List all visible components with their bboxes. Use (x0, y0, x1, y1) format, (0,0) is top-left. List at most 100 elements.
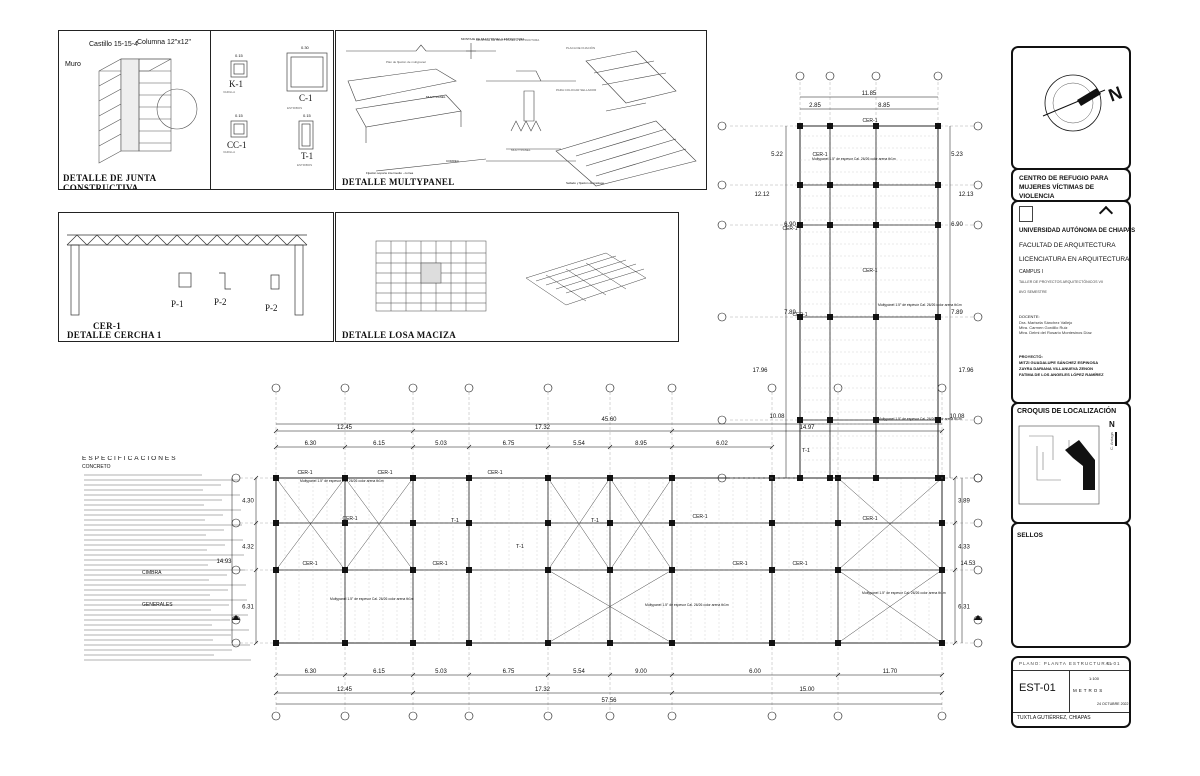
course-name: TALLER DE PROYECTOS ARQUITECTÓNICOS VII (1019, 280, 1103, 284)
beam-label-8: CER-1 (432, 561, 447, 567)
wing-beam-label-1: CER-1 (812, 152, 827, 158)
panel-note-3: Multypanel 1.5" de espesor Cal. 26/26 co… (300, 479, 384, 483)
panel-note-0: Multypanel 1.5" de espesor Cal. 26/26 co… (330, 597, 414, 601)
north-mark-icon (1115, 432, 1117, 446)
column-2-0 (410, 475, 416, 481)
grid-bubble-top-0 (271, 383, 281, 393)
dim-top-2-tick-1 (342, 444, 348, 450)
dim-top-2-label-3: 6.75 (503, 441, 515, 447)
dim-right-tick-3 (952, 640, 958, 646)
wing-column-3-4 (935, 417, 941, 423)
dim-top-2-tick-5 (607, 444, 613, 450)
column-1-1 (342, 520, 348, 526)
wing-bubble-right-4 (973, 415, 983, 425)
wing-column-2-2 (873, 222, 879, 228)
wing-column-1-2 (827, 222, 833, 228)
k1-dim: 0.15 (235, 53, 243, 58)
svg-text:VARILLA: VARILLA (223, 150, 235, 154)
collapse-chevron-icon[interactable] (1098, 205, 1114, 221)
dim-bot-2-label-0: 12.45 (337, 687, 353, 693)
wing-bubble-left-3 (717, 312, 727, 322)
grid-bubble-top-2 (408, 383, 418, 393)
grid-bubble-top-3 (464, 383, 474, 393)
beam-label-7: CER-1 (302, 561, 317, 567)
dim-top-2-tick-2 (410, 444, 416, 450)
wing-column-3-1 (935, 182, 941, 188)
truss-label-0: T-1 (451, 518, 459, 524)
dim-top-1-tick-0 (273, 428, 279, 434)
grid-bubble-top-7 (767, 383, 777, 393)
dim-right-label-2: 6.31 (958, 605, 970, 611)
grid-bubble-right-1 (973, 518, 983, 528)
grid-bubble-right-3 (973, 638, 983, 648)
grid-bubble-bottom-9 (937, 711, 947, 721)
t1-dim: 0.15 (303, 113, 311, 118)
column-1-0 (342, 475, 348, 481)
grid-bubble-left-1 (231, 518, 241, 528)
grid-bubble-bottom-2 (408, 711, 418, 721)
k1-label: K-1 (229, 79, 243, 89)
brace-b-0 (275, 477, 346, 571)
dim-bot-1-tick-4 (545, 672, 551, 678)
dim-right-tick-1 (952, 520, 958, 526)
wing-dim-right-4: 17.96 (958, 368, 974, 374)
dim-bot-1-tick-8 (939, 672, 945, 678)
wing-dim-left-0: 5.22 (771, 152, 783, 158)
dim-top-2-label-5: 8.95 (635, 441, 647, 447)
dim-right-tick-2 (952, 567, 958, 573)
cercha-drawing (66, 234, 308, 316)
wing-dim-right-5: 10.08 (949, 414, 965, 420)
specs-heading: ESPECIFICACIONES (82, 456, 178, 462)
wing-panel-note-0: Multypanel 1.5" de espesor Cal. 26/26 co… (812, 157, 896, 161)
column-4-1 (545, 520, 551, 526)
dim-bot-1-label-3: 6.75 (503, 669, 515, 675)
column-4-2 (545, 567, 551, 573)
beam-label-6: CER-1 (862, 516, 877, 522)
grid-bubble-bottom-4 (543, 711, 553, 721)
column-0-1 (273, 520, 279, 526)
svg-text:PLACA DE FIJACIÓN: PLACA DE FIJACIÓN (566, 45, 595, 50)
column-0-0 (273, 475, 279, 481)
dim-top-1-label-2: 14.97 (799, 425, 815, 431)
dim-bot-1-label-6: 6.00 (749, 669, 761, 675)
dim-top-2-tick-6 (669, 444, 675, 450)
city-value: TUXTLA GUTIÉRREZ, CHIAPAS (1017, 715, 1091, 721)
sheet-info-box: PLANO: PLANTA ESTRUCTURAL E-01 EST-01 1:… (1011, 656, 1131, 728)
wing-column-3-2 (935, 222, 941, 228)
column-0-3 (273, 640, 279, 646)
wing-beam-label-2: CER-1 (782, 226, 797, 232)
multypanel-note-e: Sellado y fijación de traslape (566, 181, 605, 185)
wing-beam-label-3: CER-1 (792, 312, 807, 318)
truss-label-1: T-1 (516, 544, 524, 550)
dim-top-2-tick-3 (466, 444, 472, 450)
column-4-0 (545, 475, 551, 481)
wing-bubble-right-3 (973, 312, 983, 322)
dim-top-2-label-2: 5.03 (435, 441, 447, 447)
dim-left-label-0: 4.30 (242, 499, 254, 505)
wing-column-0-5 (797, 475, 803, 481)
dim-bot-2-tick-3 (939, 690, 945, 696)
column-9-3 (939, 640, 945, 646)
wing-column-2-5 (873, 475, 879, 481)
losa-title: DETALLE LOSA MACIZA (342, 330, 457, 340)
wing-beam-label-4: CER-1 (862, 268, 877, 274)
columna-label: Columna 12"x12" (137, 39, 192, 46)
grid-bubble-left-2 (231, 565, 241, 575)
dim-bot-1-tick-3 (466, 672, 472, 678)
svg-text:VARILLA: VARILLA (223, 90, 235, 94)
units-value: METROS (1073, 688, 1105, 693)
column-8-2 (835, 567, 841, 573)
dim-bot-1-tick-0 (273, 672, 279, 678)
svg-text:ESTRIBOS: ESTRIBOS (287, 106, 302, 110)
column-1-2 (342, 567, 348, 573)
dim-bot-1-tick-5 (607, 672, 613, 678)
column-5-0 (607, 475, 613, 481)
column-6-3 (669, 640, 675, 646)
docente-label: DOCENTE: (1019, 314, 1040, 319)
brace-d-1 (837, 569, 943, 644)
dim-bot-2-label-1: 17.32 (535, 687, 551, 693)
wing-dim-left-5: 10.08 (769, 414, 785, 420)
dim-bot-1-label-1: 6.15 (373, 669, 385, 675)
wing-dim-right-0: 5.23 (951, 152, 963, 158)
